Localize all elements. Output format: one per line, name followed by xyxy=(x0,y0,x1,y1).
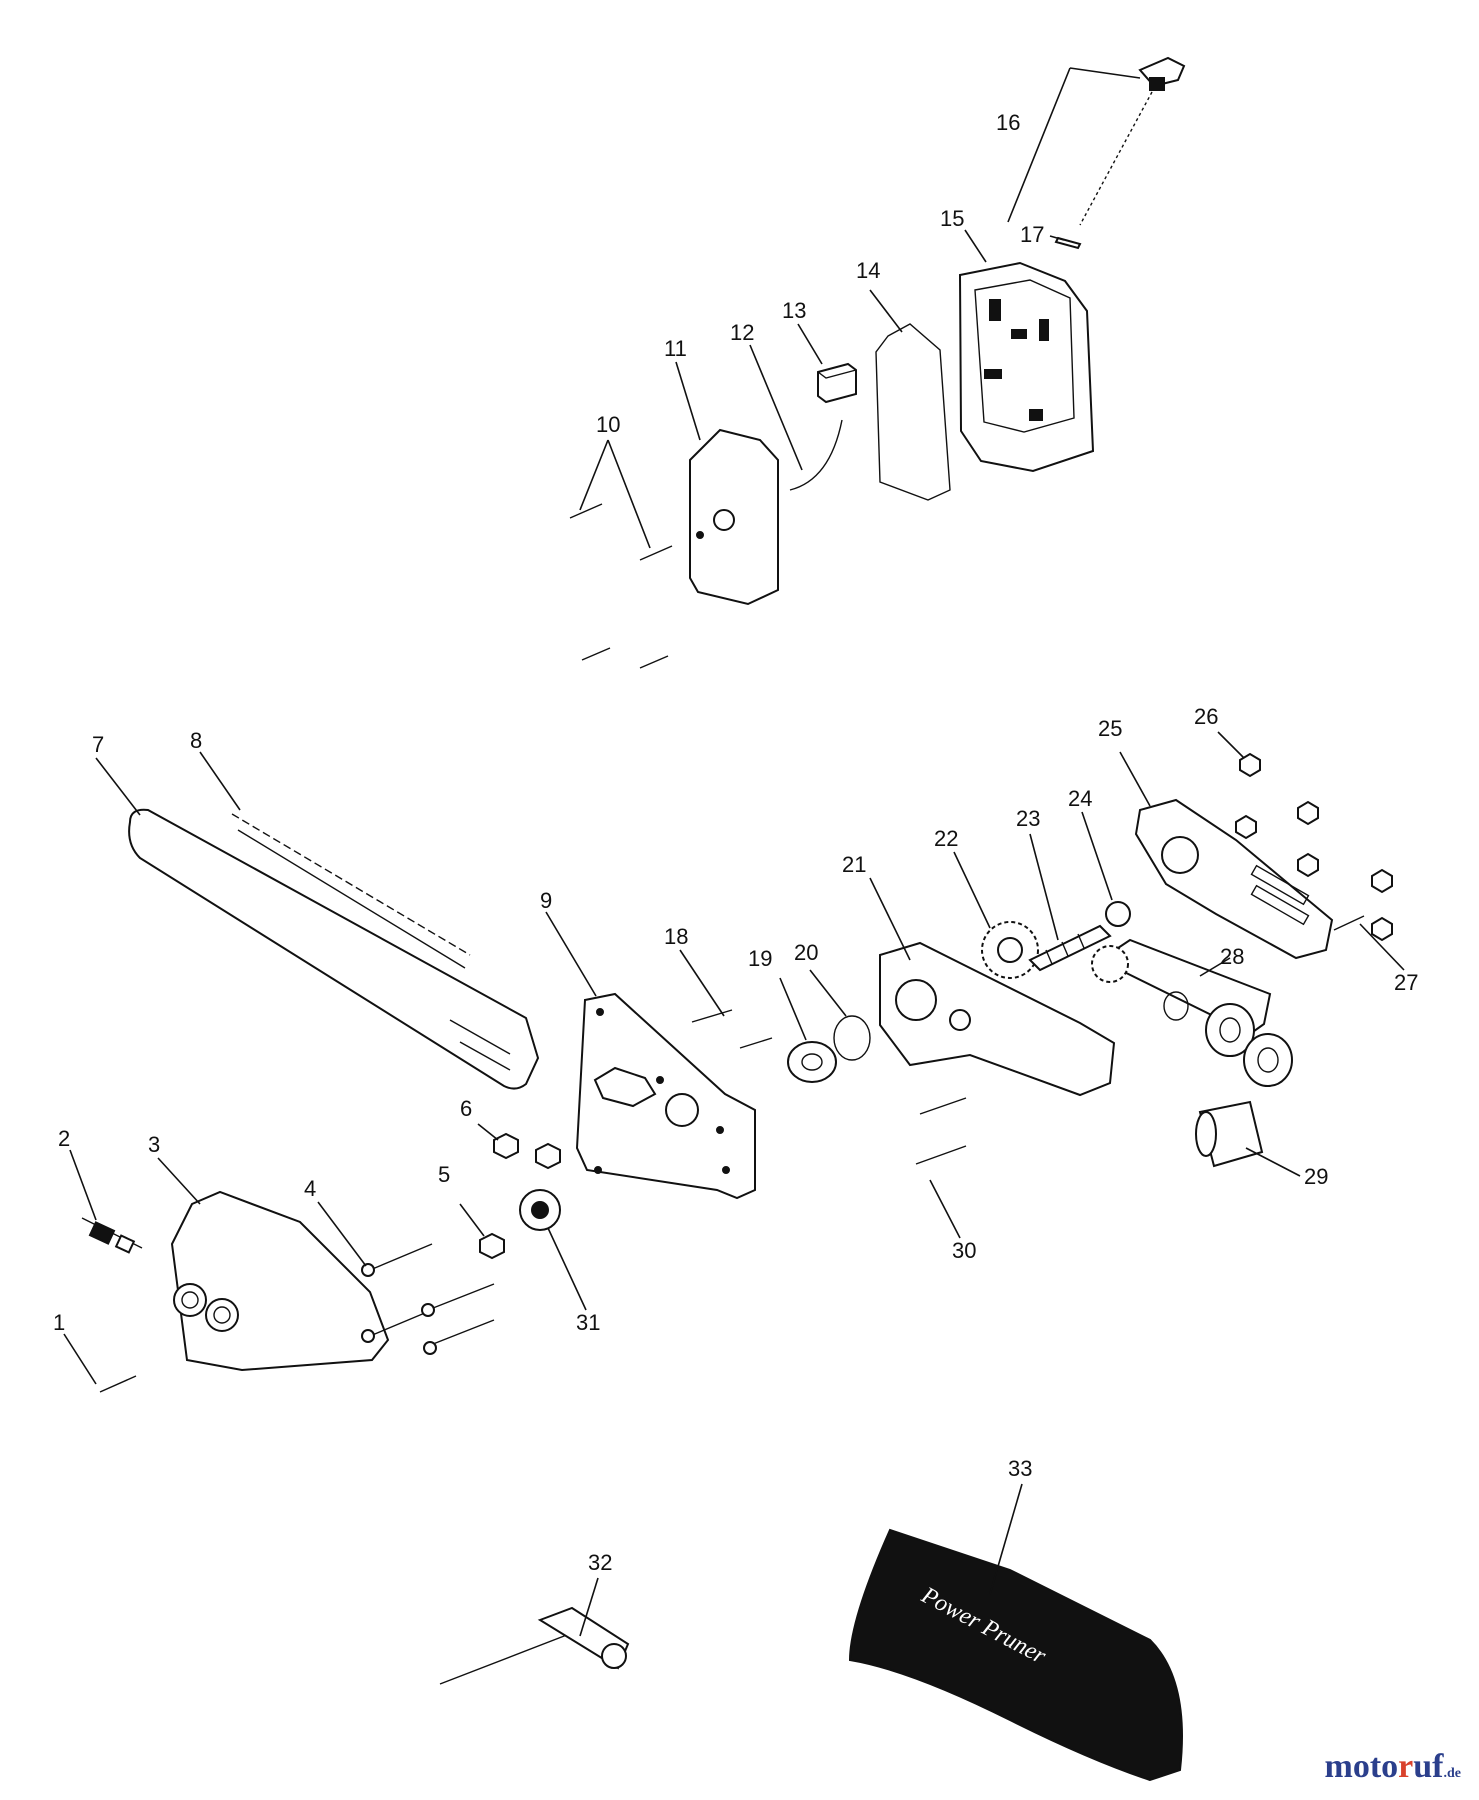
guide-bar-part-7 xyxy=(128,808,540,1090)
callout-labels: 1 2 3 4 5 6 7 8 9 10 11 12 13 14 15 16 1… xyxy=(53,110,1418,1575)
screws-part-10 xyxy=(569,503,673,669)
tank-cover-part-11 xyxy=(689,428,779,606)
callout-1: 1 xyxy=(53,1310,65,1335)
oil-tank-part-15 xyxy=(958,261,1095,473)
callout-20: 20 xyxy=(794,940,818,965)
oil-filter-part-13 xyxy=(817,362,857,404)
oil-hose-part-12 xyxy=(789,419,843,491)
gasket-part-14 xyxy=(875,323,951,501)
leader-lines xyxy=(63,67,1405,1637)
callout-8: 8 xyxy=(190,728,202,753)
callout-17: 17 xyxy=(1020,222,1044,247)
sprocket-cover-part-3 xyxy=(170,1190,390,1372)
watermark-part-2: r xyxy=(1398,1748,1414,1785)
callout-12: 12 xyxy=(730,320,754,345)
o-ring-part-20 xyxy=(833,1015,871,1061)
callout-26: 26 xyxy=(1194,704,1218,729)
callout-16: 16 xyxy=(996,110,1020,135)
callout-27: 27 xyxy=(1394,970,1418,995)
callout-18: 18 xyxy=(664,924,688,949)
callout-19: 19 xyxy=(748,946,772,971)
screw-part-1 xyxy=(99,1375,137,1393)
bolt-part-18 xyxy=(691,1009,733,1023)
callout-13: 13 xyxy=(782,298,806,323)
drive-shaft-part-28 xyxy=(1091,938,1293,1087)
chain-tensioner-part-2 xyxy=(81,1217,143,1254)
saw-chain-part-8 xyxy=(231,813,471,969)
callout-5: 5 xyxy=(438,1162,450,1187)
callout-11: 11 xyxy=(664,336,687,361)
callout-23: 23 xyxy=(1016,806,1040,831)
screw-part-30a xyxy=(919,1097,967,1115)
housing-cover-part-25 xyxy=(1134,798,1334,960)
gear-part-22 xyxy=(981,921,1039,979)
watermark-part-1: moto xyxy=(1324,1748,1399,1785)
callout-29: 29 xyxy=(1304,1164,1328,1189)
callout-6: 6 xyxy=(460,1096,472,1121)
callout-33: 33 xyxy=(1008,1456,1032,1481)
nut-part-6b xyxy=(535,1142,561,1170)
callout-7: 7 xyxy=(92,732,104,757)
combination-wrench-part-32 xyxy=(439,1606,630,1685)
nut-part-6 xyxy=(493,1132,519,1160)
callout-2: 2 xyxy=(58,1126,70,1151)
bolt-part-27 xyxy=(1333,915,1365,931)
bolts-part-4 xyxy=(361,1243,495,1355)
callout-14: 14 xyxy=(856,258,880,283)
callout-24: 24 xyxy=(1068,786,1092,811)
bolt-part-18b xyxy=(739,1037,773,1049)
callout-28: 28 xyxy=(1220,944,1244,969)
shaft-part-23 xyxy=(1028,924,1112,972)
sprocket-part-31 xyxy=(519,1189,561,1231)
site-watermark: motoruf.de xyxy=(1325,1748,1461,1786)
callout-3: 3 xyxy=(148,1132,160,1157)
callout-30: 30 xyxy=(952,1238,976,1263)
sleeve-part-29 xyxy=(1195,1100,1264,1168)
screw-part-30b xyxy=(915,1145,967,1165)
scabbard-part-33: Power Pruner xyxy=(848,1528,1183,1782)
callout-32: 32 xyxy=(588,1550,612,1575)
watermark-part-3: uf xyxy=(1413,1748,1444,1785)
callout-4: 4 xyxy=(304,1176,316,1201)
watermark-tld: .de xyxy=(1443,1766,1462,1781)
callout-21: 21 xyxy=(842,852,866,877)
gear-housing-part-21 xyxy=(879,941,1116,1097)
callout-10: 10 xyxy=(596,412,620,437)
callout-22: 22 xyxy=(934,826,958,851)
nuts-part-26 xyxy=(1235,752,1393,942)
guide-plate-part-9 xyxy=(575,992,756,1200)
callout-31: 31 xyxy=(576,1310,600,1335)
pin-part-17 xyxy=(1054,236,1082,250)
bearing-part-24 xyxy=(1105,901,1131,927)
callout-25: 25 xyxy=(1098,716,1122,741)
callout-9: 9 xyxy=(540,888,552,913)
oil-cap-part-16 xyxy=(1079,56,1186,226)
bearing-part-19 xyxy=(787,1041,837,1083)
callout-15: 15 xyxy=(940,206,964,231)
nut-part-5 xyxy=(479,1232,505,1260)
